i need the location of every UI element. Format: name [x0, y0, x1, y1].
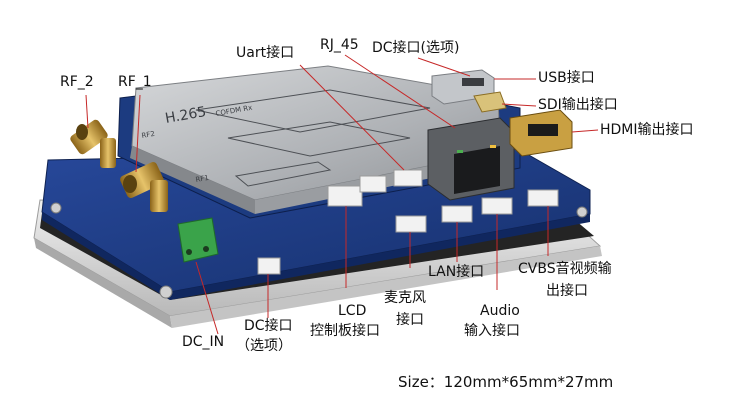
label-rf2: RF_2: [60, 74, 94, 90]
label-mic-2: 接口: [396, 312, 424, 328]
label-uart: Uart接口: [236, 45, 295, 61]
hdmi-slot: [528, 124, 558, 136]
usb-slot: [462, 78, 484, 86]
label-lcd-1: LCD: [338, 303, 367, 319]
label-dc-option-bottom-2: （选项）: [236, 338, 292, 354]
label-dc-option-top: DC接口(选项): [372, 40, 460, 56]
mounting-bolts: [50, 202, 588, 299]
mic-connector: [395, 215, 427, 233]
dc-in-screw-1: [186, 249, 192, 255]
lcd-connector-2: [359, 175, 387, 193]
label-rj45: RJ_45: [320, 37, 359, 53]
label-audio-2: 输入接口: [464, 323, 520, 339]
lan-connector: [441, 205, 473, 223]
dc-in-terminal: [177, 217, 219, 263]
size-caption: Size：120mm*65mm*27mm: [398, 373, 614, 391]
case-side: [34, 238, 172, 328]
rf1-marking: RF1: [195, 174, 210, 184]
lcd-connector: [327, 185, 363, 207]
label-usb: USB接口: [538, 70, 595, 86]
label-rf1: RF_1: [118, 74, 152, 90]
audio-connector: [481, 197, 513, 215]
rf2-sma-connector: [70, 119, 116, 168]
label-lcd-2: 控制板接口: [310, 323, 380, 339]
cvbs-connector: [527, 189, 559, 207]
label-cvbs-2: 出接口: [546, 283, 588, 299]
dc-in-screw-2: [203, 246, 209, 252]
shield-silkscreen: [195, 89, 431, 187]
label-hdmi: HDMI输出接口: [600, 122, 694, 138]
rj45-led-green: [457, 150, 463, 153]
label-dc-option-bottom-1: DC接口: [244, 318, 293, 334]
rf1-sma-connector: [120, 161, 168, 212]
rj45-port: [454, 146, 500, 194]
chip-marking: H.265: [164, 104, 208, 127]
label-audio-1: Audio: [480, 303, 520, 319]
dc-option-connector: [257, 257, 281, 275]
shield-side: [130, 146, 255, 214]
label-lan: LAN接口: [428, 264, 485, 280]
uart-connector: [393, 169, 423, 187]
jst-connectors: [257, 169, 559, 275]
sdi-connector: [473, 91, 507, 113]
label-dc-in: DC_IN: [182, 334, 225, 350]
leader-lines: [85, 54, 599, 335]
rf2-marking: RF2: [141, 130, 156, 140]
case-front: [170, 246, 602, 328]
rj45-led-yellow: [490, 145, 496, 148]
label-cvbs-1: CVBS音视频输: [518, 261, 612, 277]
label-sdi: SDI输出接口: [538, 97, 618, 113]
label-mic-1: 麦克风: [384, 290, 426, 306]
